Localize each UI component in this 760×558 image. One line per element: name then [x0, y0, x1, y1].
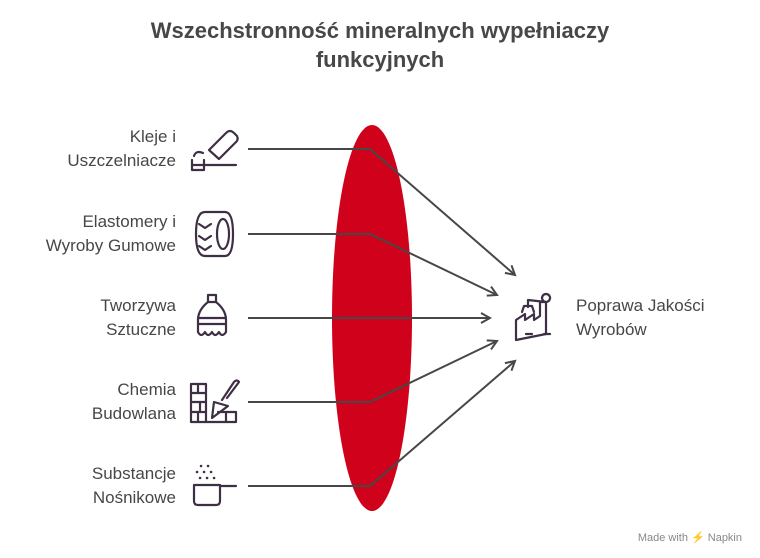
connector-5: [248, 361, 515, 487]
toothpaste-icon: [190, 129, 239, 172]
label-line: Substancje: [91, 464, 176, 483]
title: Wszechstronność mineralnych wypełniaczy …: [0, 16, 760, 74]
label-line: Sztuczne: [106, 320, 176, 339]
label-line: Uszczelniacze: [67, 151, 176, 170]
input-label-1: Kleje i Uszczelniacze: [0, 125, 176, 173]
label-line: Elastomery i: [82, 212, 176, 231]
connector-2: [248, 233, 497, 295]
title-line-2: funkcyjnych: [315, 47, 445, 72]
input-label-5: Substancje Nośnikowe: [0, 462, 176, 510]
label-line: Chemia: [117, 380, 176, 399]
input-label-2: Elastomery i Wyroby Gumowe: [0, 210, 176, 258]
factory-robot-icon: [514, 292, 552, 342]
label-line: Wyroby Gumowe: [45, 236, 176, 255]
connector-1: [248, 148, 515, 275]
output-label: Poprawa Jakości Wyrobów: [576, 294, 705, 342]
label-line: Nośnikowe: [92, 488, 176, 507]
input-label-3: Tworzywa Sztuczne: [0, 294, 176, 342]
brick-trowel-icon: [189, 379, 241, 424]
input-label-4: Chemia Budowlana: [0, 378, 176, 426]
title-line-1: Wszechstronność mineralnych wypełniaczy: [150, 18, 610, 43]
plastic-bottle-icon: [196, 293, 228, 337]
label-line: Kleje i: [129, 127, 176, 146]
label-line: Budowlana: [91, 404, 176, 423]
tire-icon: [194, 210, 235, 258]
connector-4: [248, 341, 497, 403]
label-line: Tworzywa: [100, 296, 176, 315]
napkin-credit[interactable]: Made with ⚡ Napkin: [637, 532, 742, 544]
label-line: Poprawa Jakości: [576, 296, 705, 315]
label-line: Wyrobów: [576, 320, 647, 339]
powder-scoop-icon: [192, 464, 238, 507]
